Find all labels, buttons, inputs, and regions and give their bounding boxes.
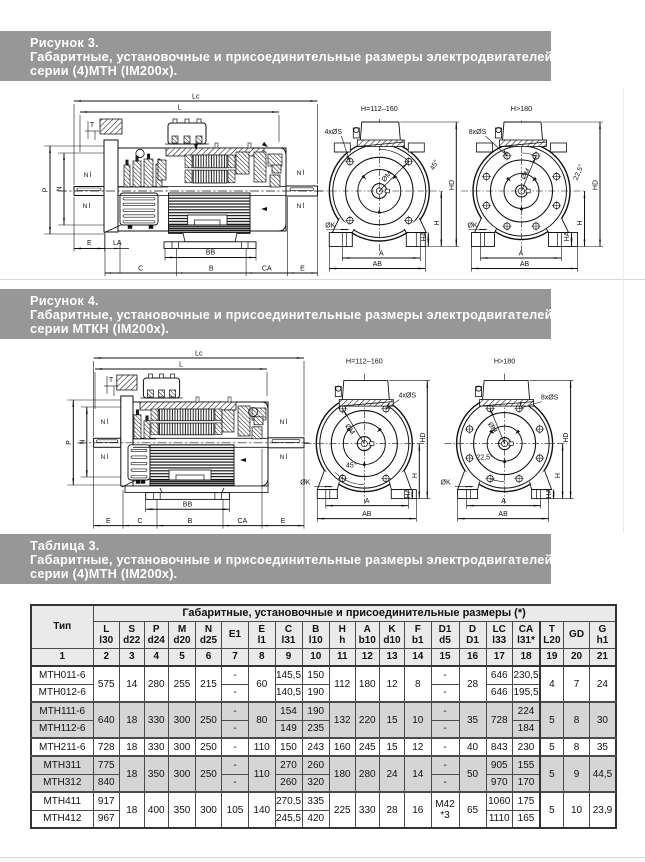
svg-text:ØK: ØK xyxy=(441,480,451,487)
svg-text:H>180: H>180 xyxy=(511,104,532,113)
svg-text:ØK: ØK xyxy=(300,480,310,487)
svg-text:P: P xyxy=(66,440,73,445)
svg-text:N: N xyxy=(297,170,302,177)
svg-text:HA: HA xyxy=(421,231,428,241)
svg-text:H=112–160: H=112–160 xyxy=(346,357,383,366)
svg-text:BB: BB xyxy=(206,250,216,257)
svg-text:ØM: ØM xyxy=(381,170,394,183)
svg-text:ØK: ØK xyxy=(467,223,477,230)
svg-text:E: E xyxy=(106,518,111,525)
svg-text:N: N xyxy=(57,186,64,191)
svg-text:CA: CA xyxy=(262,266,272,273)
svg-text:22,5°: 22,5° xyxy=(476,454,493,462)
svg-text:HA: HA xyxy=(564,231,571,241)
svg-text:T: T xyxy=(109,377,114,384)
svg-text:E: E xyxy=(300,266,305,273)
svg-text:8xØS: 8xØS xyxy=(541,395,559,402)
svg-text:4xØS: 4xØS xyxy=(399,393,417,400)
svg-text:N: N xyxy=(101,454,106,461)
svg-text:AB: AB xyxy=(498,511,508,518)
svg-text:H: H xyxy=(434,220,441,225)
svg-text:A: A xyxy=(519,251,524,258)
svg-text:CA: CA xyxy=(238,518,248,525)
svg-text:N: N xyxy=(280,454,285,461)
svg-text:A: A xyxy=(501,498,506,505)
svg-text:HA: HA xyxy=(405,488,412,498)
svg-text:B: B xyxy=(209,266,214,273)
svg-text:E: E xyxy=(281,518,286,525)
svg-text:H>180: H>180 xyxy=(494,357,515,366)
svg-text:BB: BB xyxy=(183,501,193,508)
svg-text:AB: AB xyxy=(373,261,383,268)
svg-text:ØK: ØK xyxy=(325,223,335,230)
svg-text:HD: HD xyxy=(420,433,427,443)
svg-text:L: L xyxy=(179,360,183,369)
svg-text:A: A xyxy=(379,251,384,258)
svg-text:Lc: Lc xyxy=(192,92,200,101)
svg-text:ØM: ØM xyxy=(520,167,532,180)
svg-text:C: C xyxy=(138,266,143,273)
svg-text:AB: AB xyxy=(362,511,372,518)
svg-text:Lc: Lc xyxy=(195,349,203,358)
svg-text:L: L xyxy=(178,103,182,112)
svg-text:AB: AB xyxy=(520,261,530,268)
svg-text:N: N xyxy=(297,203,302,210)
svg-text:45°: 45° xyxy=(429,158,441,171)
svg-text:8xØS: 8xØS xyxy=(469,129,487,136)
svg-text:LA: LA xyxy=(113,240,122,247)
svg-text:HD: HD xyxy=(449,180,456,190)
svg-text:4xØS: 4xØS xyxy=(325,129,343,136)
svg-text:H: H xyxy=(577,220,584,225)
svg-text:N: N xyxy=(83,203,88,210)
svg-text:C: C xyxy=(137,518,142,525)
svg-text:HD: HD xyxy=(593,180,600,190)
svg-text:H: H xyxy=(555,473,562,478)
svg-text:E: E xyxy=(87,240,92,247)
svg-text:N: N xyxy=(280,419,285,426)
svg-text:H=112–160: H=112–160 xyxy=(361,104,398,113)
svg-text:N: N xyxy=(84,172,89,179)
svg-text:N: N xyxy=(79,439,86,444)
svg-text:N: N xyxy=(101,419,106,426)
svg-text:ØM: ØM xyxy=(486,421,498,434)
svg-text:A: A xyxy=(365,498,370,505)
svg-text:T: T xyxy=(90,122,95,129)
svg-text:B: B xyxy=(188,518,193,525)
svg-text:HD: HD xyxy=(563,433,570,443)
svg-text:45°: 45° xyxy=(346,462,357,470)
svg-text:P: P xyxy=(43,187,50,192)
svg-text:22,5°: 22,5° xyxy=(572,163,586,181)
svg-text:HA: HA xyxy=(546,488,553,498)
svg-text:H: H xyxy=(412,473,419,478)
